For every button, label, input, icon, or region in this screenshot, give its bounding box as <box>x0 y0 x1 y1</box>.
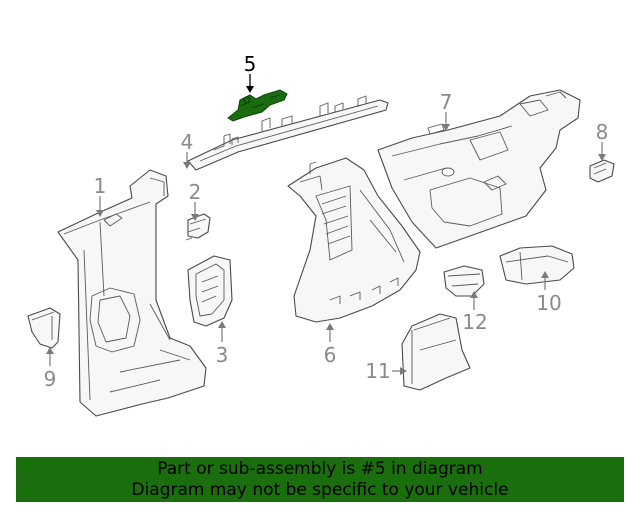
callout-9: 9 <box>44 367 57 391</box>
part-11-panel <box>401 313 471 391</box>
banner-line-1: Part or sub-assembly is #5 in diagram <box>157 459 483 479</box>
callout-3: 3 <box>216 343 229 367</box>
parts-diagram: 1 2 3 4 5 6 7 8 9 10 11 12 <box>27 52 615 417</box>
callout-10: 10 <box>536 291 561 315</box>
callout-11: 11 <box>365 359 390 383</box>
callout-6: 6 <box>324 343 337 367</box>
part-12-cap <box>443 265 485 297</box>
part-9-cover <box>27 307 61 349</box>
part-7-quarter-panel <box>377 89 581 249</box>
banner-line-2: Diagram may not be specific to your vehi… <box>131 480 509 500</box>
part-3-duct <box>187 255 233 327</box>
callout-8: 8 <box>596 120 609 144</box>
callout-1: 1 <box>94 174 107 198</box>
part-6-quarter-trim <box>287 157 421 323</box>
part-10-cover <box>499 245 575 285</box>
part-8-clip <box>589 159 615 183</box>
part-5-bracket-highlighted <box>227 89 288 122</box>
callout-12: 12 <box>462 310 487 334</box>
part-4-rail <box>187 95 389 171</box>
callout-7: 7 <box>440 90 453 114</box>
part-1-pillar-trim <box>57 169 207 417</box>
part-info-banner: Part or sub-assembly is #5 in diagram Di… <box>16 457 624 502</box>
leader-lines <box>46 74 606 375</box>
callout-4: 4 <box>181 130 194 154</box>
callout-5-highlighted: 5 <box>244 52 257 76</box>
callout-2: 2 <box>189 180 202 204</box>
callout-labels: 1 2 3 4 5 6 7 8 9 10 11 12 <box>44 52 609 391</box>
part-2-clip <box>185 213 211 241</box>
